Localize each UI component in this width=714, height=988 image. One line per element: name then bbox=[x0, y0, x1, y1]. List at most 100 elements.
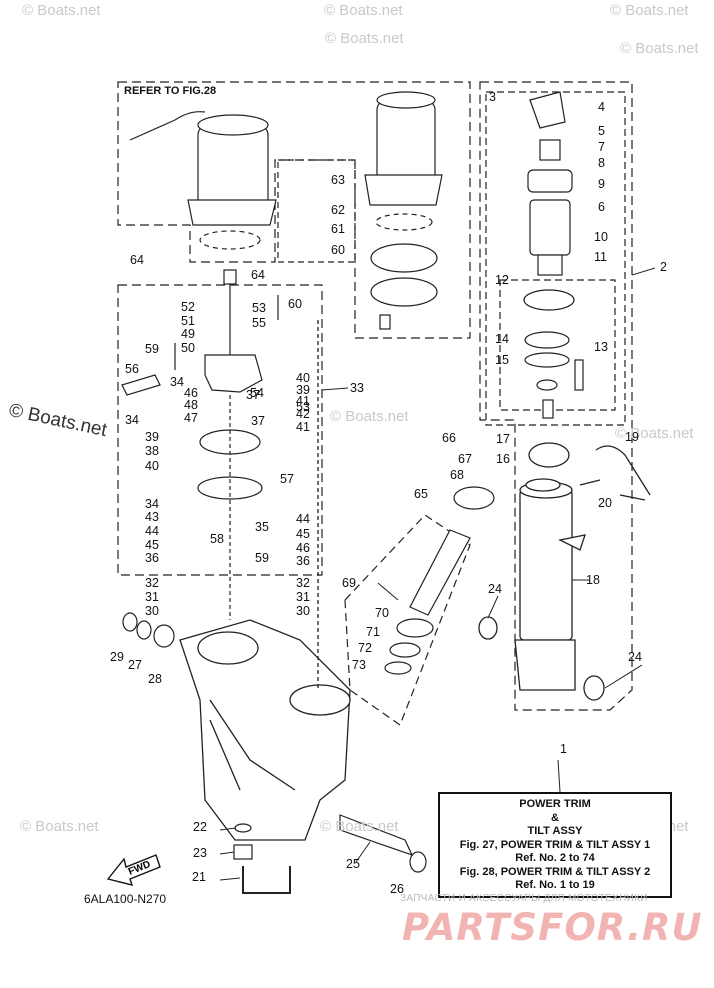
callout: 73 bbox=[352, 658, 366, 672]
callout: 36 bbox=[296, 554, 310, 568]
callout: 61 bbox=[331, 222, 345, 236]
callout: 54 bbox=[250, 386, 264, 400]
callout: 23 bbox=[193, 846, 207, 860]
callout: 46 bbox=[296, 541, 310, 555]
refer-fig28-frame bbox=[117, 81, 471, 339]
callout: 53 bbox=[252, 301, 266, 315]
drawing-code: 6ALA100-N270 bbox=[84, 892, 167, 906]
title-line: Fig. 27, POWER TRIM & TILT ASSY 1 bbox=[459, 838, 651, 851]
watermark: © Boats.net bbox=[330, 408, 409, 425]
title-box: POWER TRIM & TILT ASSY Fig. 27, POWER TR… bbox=[438, 792, 672, 898]
callout: 16 bbox=[496, 452, 510, 466]
callout: 56 bbox=[125, 362, 139, 376]
title-line: TILT ASSY bbox=[527, 825, 583, 837]
watermark: © Boats.net bbox=[320, 818, 399, 835]
callout: 31 bbox=[296, 590, 310, 604]
title-line: Fig. 28, POWER TRIM & TILT ASSY 2 bbox=[459, 865, 651, 878]
callout: 9 bbox=[598, 177, 605, 191]
callout: 31 bbox=[145, 590, 159, 604]
pump-group-frame bbox=[117, 284, 323, 576]
callout: 69 bbox=[342, 576, 356, 590]
callout: 30 bbox=[296, 604, 310, 618]
callout: 55 bbox=[252, 316, 266, 330]
callout: 30 bbox=[145, 604, 159, 618]
watermark: © Boats.net bbox=[324, 2, 403, 19]
callout: 22 bbox=[193, 820, 207, 834]
logo-tagline: ЗАПЧАСТИ И АКСЕССУАРЫ ДЛЯ МОТОТЕХНИКИ bbox=[400, 893, 648, 904]
callout: 1 bbox=[560, 742, 567, 756]
callout: 15 bbox=[495, 353, 509, 367]
callout: 42 bbox=[296, 407, 310, 421]
callout: 18 bbox=[586, 573, 600, 587]
callout: 51 bbox=[181, 314, 195, 328]
callout: 66 bbox=[442, 431, 456, 445]
callout: 40 bbox=[296, 371, 310, 385]
callout: 8 bbox=[598, 156, 605, 170]
callout: 47 bbox=[184, 411, 198, 425]
callout: 44 bbox=[296, 512, 310, 526]
callout: 44 bbox=[145, 524, 159, 538]
callout: 34 bbox=[145, 497, 159, 511]
callout: 27 bbox=[128, 658, 142, 672]
callout: 46 bbox=[184, 386, 198, 400]
callout: 2 bbox=[660, 260, 667, 274]
callout: 65 bbox=[414, 487, 428, 501]
callout: 20 bbox=[598, 496, 612, 510]
callout: 14 bbox=[495, 332, 509, 346]
callout: 34 bbox=[125, 413, 139, 427]
callout: 7 bbox=[598, 140, 605, 154]
callout: 64 bbox=[130, 253, 144, 267]
callout: 45 bbox=[145, 538, 159, 552]
watermark: © Boats.net bbox=[325, 30, 404, 47]
callout: 25 bbox=[346, 857, 360, 871]
callout: 33 bbox=[350, 381, 364, 395]
ref2-frame bbox=[479, 81, 633, 711]
callout: 60 bbox=[288, 297, 302, 311]
callout: 12 bbox=[495, 273, 509, 287]
watermark: © Boats.net bbox=[22, 2, 101, 19]
callout: 67 bbox=[458, 452, 472, 466]
callout: 32 bbox=[296, 576, 310, 590]
callout: 5 bbox=[598, 124, 605, 138]
callout: 11 bbox=[594, 250, 607, 264]
callout: 24 bbox=[488, 582, 502, 596]
callout: 36 bbox=[145, 551, 159, 565]
title-line: & bbox=[551, 811, 559, 824]
callout: 71 bbox=[366, 625, 380, 639]
callout: 39 bbox=[296, 383, 310, 397]
callout: 34 bbox=[170, 375, 184, 389]
callout: 10 bbox=[594, 230, 608, 244]
callout: 49 bbox=[181, 327, 195, 341]
callout: 6 bbox=[598, 200, 605, 214]
callout: 41 bbox=[296, 394, 310, 408]
ref12-frame bbox=[499, 279, 616, 411]
callout: 13 bbox=[594, 340, 608, 354]
callout: 4 bbox=[598, 100, 605, 114]
callout: 59 bbox=[145, 342, 159, 356]
title-line: Ref. No. 2 to 74 bbox=[515, 852, 595, 864]
sub-frame-61-64 bbox=[277, 159, 356, 263]
callout: 41 bbox=[296, 420, 310, 434]
ref3-frame bbox=[485, 91, 626, 426]
callout: 63 bbox=[331, 173, 345, 187]
callout: 28 bbox=[148, 672, 162, 686]
callout: 37 bbox=[251, 414, 265, 428]
logo-text: PARTSFOR.RU bbox=[402, 906, 703, 949]
title-line: POWER TRIM bbox=[519, 798, 591, 810]
callout: 64 bbox=[251, 268, 265, 282]
callout: 37 bbox=[246, 388, 260, 402]
callout: 58 bbox=[210, 532, 224, 546]
callout: 3 bbox=[489, 90, 496, 104]
callout: 68 bbox=[450, 468, 464, 482]
callout: 39 bbox=[145, 430, 159, 444]
callout: 50 bbox=[181, 341, 195, 355]
callout: 52 bbox=[181, 300, 195, 314]
callout: 40 bbox=[145, 459, 159, 473]
callout: 53 bbox=[296, 400, 310, 414]
callout: 60 bbox=[331, 243, 345, 257]
callout: 32 bbox=[145, 576, 159, 590]
refer-note: REFER TO FIG.28 bbox=[124, 85, 217, 97]
watermark: © Boats.net bbox=[20, 818, 99, 835]
fwd-arrow-icon: FWD bbox=[106, 854, 161, 886]
